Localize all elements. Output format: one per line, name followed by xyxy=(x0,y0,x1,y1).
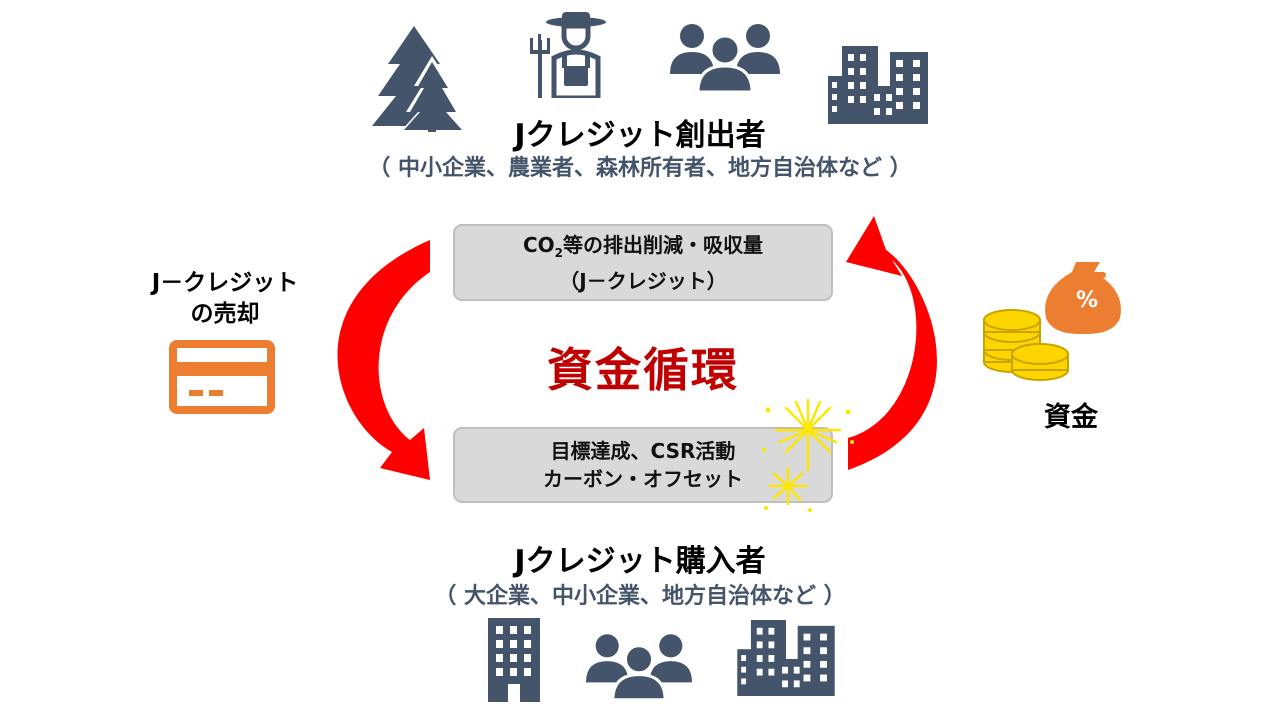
buildings-icon xyxy=(828,46,928,124)
creators-title: Jクレジット創出者 xyxy=(514,118,766,153)
farmer-icon xyxy=(528,12,612,98)
goal-box-line2: カーボン・オフセット xyxy=(543,467,743,491)
credit-box-line2: （J－クレジット） xyxy=(559,268,727,293)
credit-box-line1: CO2等の排出削減・吸収量 xyxy=(522,232,764,260)
people-icon xyxy=(586,632,692,700)
forest-icon xyxy=(368,26,464,132)
buyers-subtitle: （ 大企業、中小企業、地方自治体など ） xyxy=(434,584,846,609)
credit-sale-label: J－クレジット の売却 xyxy=(151,270,299,327)
office-building-icon xyxy=(488,618,540,702)
goal-box-line1: 目標達成、CSR活動 xyxy=(550,439,736,463)
right-arrow xyxy=(846,216,937,470)
credit-card-icon xyxy=(169,340,275,414)
money-icon xyxy=(982,258,1122,382)
funds-label: 資金 xyxy=(1044,402,1098,433)
left-arrow xyxy=(337,240,430,480)
goal-box: 目標達成、CSR活動 カーボン・オフセット xyxy=(453,427,833,503)
buyers-title: Jクレジット購入者 xyxy=(514,544,766,579)
people-icon xyxy=(670,22,780,92)
fireworks-icon xyxy=(760,390,860,520)
fund-circulation-label: 資金循環 xyxy=(547,343,739,397)
credit-box: CO2等の排出削減・吸収量 （J－クレジット） xyxy=(453,224,833,301)
percent-symbol: % xyxy=(1075,288,1099,313)
buildings-icon xyxy=(736,620,836,696)
creators-subtitle: （ 中小企業、農業者、森林所有者、地方自治体など ） xyxy=(368,156,912,181)
